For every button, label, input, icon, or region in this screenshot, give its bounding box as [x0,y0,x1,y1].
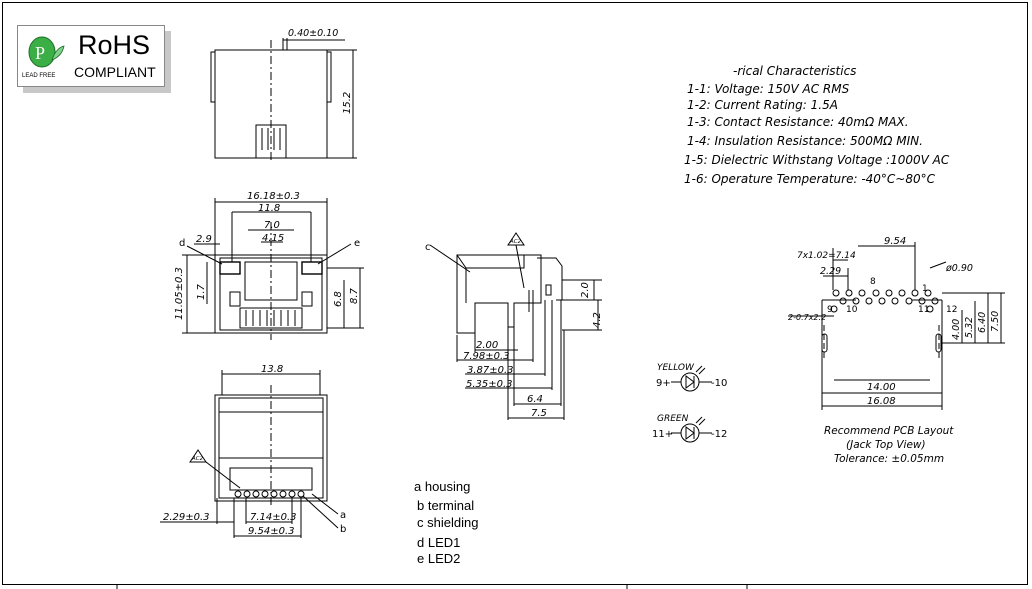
dim-top-height: 15.2 [342,92,353,114]
side-rev-mark: AC2 [509,239,522,245]
dim-top-pin: 0.40±0.10 [288,28,338,39]
pcb-dim-400: 4.00 [951,319,962,340]
pcb-dim-slot: 2-0.7x2.2 [788,313,826,322]
pcb-pin-11: 11 [918,305,929,315]
pcb-dim-1400: 14.00 [867,382,896,393]
dim-side-387: 3.87±0.3 [467,365,514,376]
pcb-dim-640: 6.40 [977,312,988,333]
pcb-dim-532: 5.32 [964,317,975,338]
spec-item-4: 1-4: Insulation Resistance: 500MΩ MIN. [687,134,923,148]
spec-heading: -rical Characteristics [733,64,857,78]
bottom-view [160,370,339,538]
pcb-dim-229: 2.29 [820,266,841,277]
dim-front-87: 8.7 [349,287,360,304]
dim-bottom-714: 7.14±0.3 [250,512,297,523]
dim-side-75: 7.5 [531,408,547,419]
legend-terminal: b terminal [417,498,475,513]
led-yellow-label: YELLOW [657,363,695,373]
led-green-label: GREEN [657,414,689,424]
dim-side-42: 4.2 [592,312,603,328]
dim-front-70: 7.0 [264,220,280,231]
pcb-dim-750: 7.50 [990,311,1001,332]
rohs-title: RoHS [78,30,151,60]
spec-item-6: 1-6: Operature Temperature: -40°C~80°C [684,172,936,186]
led-green-minus: -12 [711,429,727,440]
pcb-caption-1: Recommend PCB Layout [824,425,954,437]
rohs-subtitle: COMPLIANT [74,64,156,80]
dim-side-20: 2.0 [580,282,591,298]
pcb-dim-1608: 16.08 [867,396,896,407]
pcb-pin-8: 8 [870,277,876,287]
dim-front-415: 4.15 [262,233,284,244]
dim-front-17: 1.7 [196,283,207,300]
dim-side-798: 7.98±0.3 [463,351,510,362]
pcb-dim-pitch: 7x1.02=7.14 [797,251,856,261]
dim-bottom-229: 2.29±0.3 [163,512,210,523]
legend-shielding: c shielding [417,515,479,530]
dim-side-64: 6.4 [527,394,543,405]
pcb-pin-10: 10 [846,305,858,315]
front-view [182,198,364,340]
dim-front-68: 6.8 [333,291,344,307]
led-green-plus: 11+ [652,429,673,440]
pcb-pin-9: 9 [827,305,833,315]
dim-bottom-954: 9.54±0.3 [248,526,295,537]
pcb-pin-1: 1 [922,284,928,294]
dim-front-inner: 11.8 [258,203,280,214]
pcb-caption-3: Tolerance: ±0.05mm [834,453,944,465]
dim-front-29: 2.9 [196,234,212,245]
spec-item-2: 1-2: Current Rating: 1.5A [687,98,838,112]
rohs-badge: P LEAD FREE RoHS COMPLIANT [17,25,165,87]
top-view [210,38,357,162]
lead-free-logo-icon: P [28,36,65,68]
dimension-labels: 0.40±0.10 15.2 16.18±0.3 11.8 7.0 4.15 2… [163,28,1001,537]
lead-free-label: LEAD FREE [22,73,56,79]
led-yellow-minus: -10 [711,378,727,389]
spec-item-3: 1-3: Contact Resistance: 40mΩ MAX. [687,115,909,129]
pcb-dim-090: ø0.90 [945,263,973,274]
label-c: c [425,242,431,253]
pcb-layout [788,242,1005,410]
dim-front-width: 16.18±0.3 [247,191,300,202]
label-d: d [179,238,185,249]
dim-side-200: 2.00 [476,340,498,351]
title-block-strip [116,585,748,589]
dim-front-height: 11.05±0.3 [174,267,185,320]
label-e: e [354,238,360,249]
legend-housing: a housing [414,479,471,494]
label-a: a [340,510,346,521]
pcb-pin-12: 12 [946,305,957,315]
dim-bottom-width: 13.8 [261,364,283,375]
pcb-caption-2: (Jack Top View) [846,439,926,451]
spec-item-5: 1-5: Dielectric Withstang Voltage :1000V… [684,153,950,167]
label-b: b [340,524,346,535]
bottom-rev-mark: AC2 [191,456,204,462]
pcb-dim-954: 9.54 [884,236,906,247]
side-view [429,232,602,420]
logo-letter: P [35,43,45,63]
legend-led2: e LED2 [417,551,461,566]
spec-item-1: 1-1: Voltage: 150V AC RMS [687,82,850,96]
dim-side-535: 5.35±0.3 [466,379,513,390]
legend-led1: d LED1 [417,535,461,550]
led-symbols [671,365,712,443]
led-yellow-plus: 9+ [656,378,671,389]
